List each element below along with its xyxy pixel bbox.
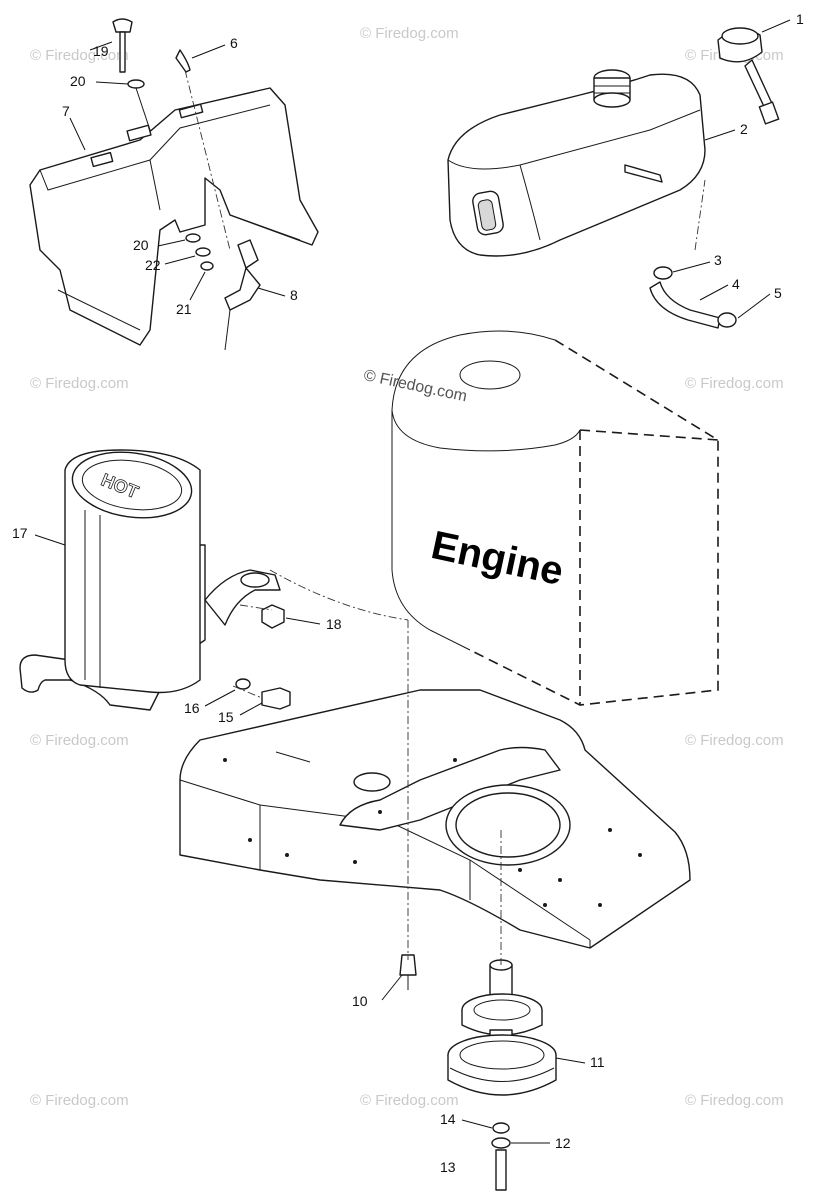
callout-6: 6 bbox=[230, 35, 238, 51]
washer bbox=[491, 1137, 511, 1149]
watermark: © Firedog.com bbox=[685, 375, 784, 392]
muffler-assembly: HOT bbox=[19, 449, 281, 711]
callout-11: 11 bbox=[590, 1054, 605, 1070]
frame bbox=[179, 689, 691, 949]
leader-lines bbox=[34, 19, 791, 1144]
fuel-tank bbox=[447, 73, 706, 257]
callout-14: 14 bbox=[440, 1111, 456, 1127]
dash-panel-assembly bbox=[29, 18, 319, 351]
bolt bbox=[399, 954, 417, 976]
centerlines bbox=[232, 179, 706, 965]
watermark: © Firedog.com bbox=[30, 47, 129, 64]
callout-15: 15 bbox=[218, 709, 234, 725]
callout-12: 12 bbox=[555, 1135, 571, 1151]
callout-21: 21 bbox=[176, 301, 192, 317]
callout-8: 8 bbox=[290, 287, 298, 303]
callout-20: 20 bbox=[70, 73, 86, 89]
hose-clamp bbox=[653, 266, 673, 280]
callout-22: 22 bbox=[145, 257, 161, 273]
engine-pulley bbox=[447, 959, 557, 1191]
bolt bbox=[261, 687, 291, 710]
washer bbox=[492, 1122, 510, 1134]
fuel-line-assembly bbox=[649, 266, 737, 329]
watermark: © Firedog.com bbox=[685, 1092, 784, 1109]
screw bbox=[175, 49, 191, 73]
watermark: © Firedog.com bbox=[360, 25, 459, 42]
hardware bbox=[175, 49, 417, 990]
callout-3: 3 bbox=[714, 252, 722, 268]
washer bbox=[127, 79, 145, 89]
callout-10: 10 bbox=[352, 993, 368, 1009]
hose-clamp bbox=[717, 312, 737, 328]
callouts: 1 2 3 4 5 6 7 8 10 11 12 13 14 15 16 17 … bbox=[12, 11, 804, 1175]
callout-7: 7 bbox=[62, 103, 70, 119]
callout-1: 1 bbox=[796, 11, 804, 27]
callout-17: 17 bbox=[12, 525, 28, 541]
callout-5: 5 bbox=[774, 285, 782, 301]
watermark: © Firedog.com bbox=[30, 732, 129, 749]
watermark: © Firedog.com bbox=[685, 732, 784, 749]
washer bbox=[235, 678, 251, 690]
callout-16: 16 bbox=[184, 700, 200, 716]
shaft bbox=[119, 31, 126, 73]
watermark: © Firedog.com bbox=[30, 375, 129, 392]
watermark: © Firedog.com bbox=[360, 1092, 459, 1109]
dash-panel bbox=[29, 87, 319, 346]
chassis bbox=[179, 689, 691, 949]
exhaust-pipe bbox=[19, 654, 76, 693]
callout-4: 4 bbox=[732, 276, 740, 292]
fuel-line bbox=[649, 281, 721, 329]
callout-2: 2 bbox=[740, 121, 748, 137]
callout-20: 20 bbox=[133, 237, 149, 253]
shift-knob bbox=[112, 18, 133, 33]
fuel-tank-assembly bbox=[447, 27, 780, 257]
callout-19: 19 bbox=[93, 43, 109, 59]
nut bbox=[261, 604, 285, 629]
throttle-lever bbox=[237, 239, 259, 269]
bolt bbox=[495, 1149, 507, 1191]
engine: Engine © Firedog.com bbox=[362, 330, 719, 706]
watermark: © Firedog.com bbox=[30, 1092, 129, 1109]
callout-13: 13 bbox=[440, 1159, 456, 1175]
callout-18: 18 bbox=[326, 616, 342, 632]
